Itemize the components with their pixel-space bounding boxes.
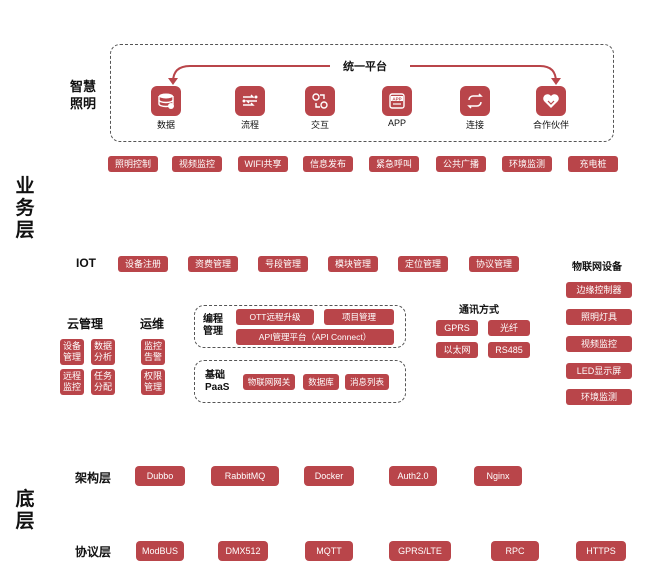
smart-lighting-title-line2: 照明 — [70, 96, 97, 111]
pill-line1: 监控 — [143, 341, 162, 351]
flow-icon — [235, 86, 265, 116]
interaction-icon — [305, 86, 335, 116]
database-icon — [151, 86, 181, 116]
operations-pill: 监控告警 — [141, 339, 165, 365]
iot-device-pill: 环境监测 — [566, 389, 632, 405]
function-pill: 信息发布 — [303, 156, 353, 172]
architecture-pill: Dubbo — [135, 466, 185, 486]
business-layer-label: 业务层 — [14, 176, 36, 242]
function-pill: 视频监控 — [172, 156, 222, 172]
pill-line1: 权限 — [143, 371, 162, 381]
smart-lighting-title: 智慧 照明 — [70, 78, 96, 112]
gprs-pill: GPRS — [436, 320, 478, 336]
iot-item-pill: 定位管理 — [398, 256, 448, 272]
bottom-layer-label: 底层 — [14, 489, 36, 533]
function-pill: 紧急呼叫 — [369, 156, 419, 172]
pill-line2: 分配 — [93, 382, 112, 392]
cloud-management-pill: 设备管理 — [60, 339, 84, 365]
pill-line1: 数据 — [93, 341, 112, 351]
iot-device-pill: LED显示屏 — [566, 363, 632, 379]
pill-line1: 远程 — [62, 371, 81, 381]
paas-title-line2: PaaS — [205, 382, 230, 393]
api-management-pill: API管理平台（API Connect） — [236, 329, 394, 345]
architecture-pill: Auth2.0 — [389, 466, 437, 486]
iot-device-pill: 边缘控制器 — [566, 282, 632, 298]
ott-upgrade-pill: OTT远程升级 — [236, 309, 314, 325]
pill-line2: 告警 — [143, 352, 162, 362]
cloud-management-pill: 远程监控 — [60, 369, 84, 395]
fiber-pill: 光纤 — [488, 320, 530, 336]
iot-devices-title: 物联网设备 — [572, 262, 622, 273]
orchestration-title: 编程 管理 — [203, 314, 223, 338]
protocol-pill: ModBUS — [136, 541, 184, 561]
message-list-pill: 消息列表 — [345, 374, 389, 390]
pill-line1: 设备 — [62, 341, 81, 351]
operations-pill: 权限管理 — [141, 369, 165, 395]
paas-title: 基础 PaaS — [205, 370, 229, 394]
ethernet-pill: 以太网 — [436, 342, 478, 358]
platform-icon-label: APP — [387, 118, 406, 128]
protocol-pill: MQTT — [305, 541, 353, 561]
platform-icon-label: 流程 — [240, 120, 259, 130]
protocol-pill: RPC — [491, 541, 539, 561]
architecture-pill: Nginx — [474, 466, 522, 486]
project-management-pill: 项目管理 — [324, 309, 394, 325]
iot-item-pill: 协议管理 — [469, 256, 519, 272]
protocol-pill: DMX512 — [218, 541, 268, 561]
iot-device-pill: 视频监控 — [566, 336, 632, 352]
iot-item-pill: 资费管理 — [188, 256, 238, 272]
iot-title: IOT — [76, 256, 96, 270]
unified-platform-box — [110, 44, 614, 142]
protocol-pill: HTTPS — [576, 541, 626, 561]
svg-text:APP: APP — [392, 96, 401, 101]
paas-title-line1: 基础 — [205, 370, 225, 381]
iot-item-pill: 号段管理 — [258, 256, 308, 272]
cloud-management-pill: 数据分析 — [91, 339, 115, 365]
cloud-management-title: 云管理 — [67, 317, 104, 331]
platform-icon-label: 连接 — [465, 120, 484, 130]
protocol-pill: GPRS/LTE — [389, 541, 451, 561]
iot-gateway-pill: 物联网网关 — [243, 374, 295, 390]
pill-line2: 管理 — [62, 352, 81, 362]
paas-box — [194, 360, 406, 403]
orchestration-box — [194, 305, 406, 348]
connect-icon — [460, 86, 490, 116]
pill-line1: 任务 — [93, 371, 112, 381]
iot-item-pill: 模块管理 — [328, 256, 378, 272]
protocol-title: 协议层 — [75, 545, 112, 559]
architecture-title: 架构层 — [75, 471, 112, 485]
iot-device-pill: 照明灯具 — [566, 309, 632, 325]
orchestration-title-line1: 编程 — [203, 314, 223, 325]
function-pill: 环境监测 — [502, 156, 552, 172]
orchestration-title-line2: 管理 — [203, 326, 223, 337]
platform-arrow — [168, 65, 561, 85]
rs485-pill: RS485 — [488, 342, 530, 358]
function-pill: 充电桩 — [568, 156, 618, 172]
pill-line2: 监控 — [62, 382, 81, 392]
communication-title: 通讯方式 — [459, 305, 499, 316]
function-pill: 照明控制 — [108, 156, 158, 172]
app-icon: APP — [382, 86, 412, 116]
platform-icon-label: 数据 — [156, 120, 175, 130]
partner-icon — [536, 86, 566, 116]
operations-title: 运维 — [140, 317, 165, 331]
platform-icon-label: 交互 — [310, 120, 329, 130]
pill-line2: 管理 — [143, 382, 162, 392]
business-layer-text: 业务层 — [15, 176, 35, 241]
pill-line2: 分析 — [93, 352, 112, 362]
iot-item-pill: 设备注册 — [118, 256, 168, 272]
cloud-management-pill: 任务分配 — [91, 369, 115, 395]
bottom-layer-text: 底层 — [15, 489, 35, 532]
architecture-pill: RabbitMQ — [211, 466, 279, 486]
platform-icon-label: 合作伙伴 — [532, 120, 569, 130]
platform-title: 统一平台 — [343, 61, 387, 73]
function-pill: WIFI共享 — [238, 156, 288, 172]
smart-lighting-title-line1: 智慧 — [70, 79, 97, 94]
database-pill: 数据库 — [303, 374, 339, 390]
function-pill: 公共广播 — [436, 156, 486, 172]
architecture-pill: Docker — [304, 466, 354, 486]
